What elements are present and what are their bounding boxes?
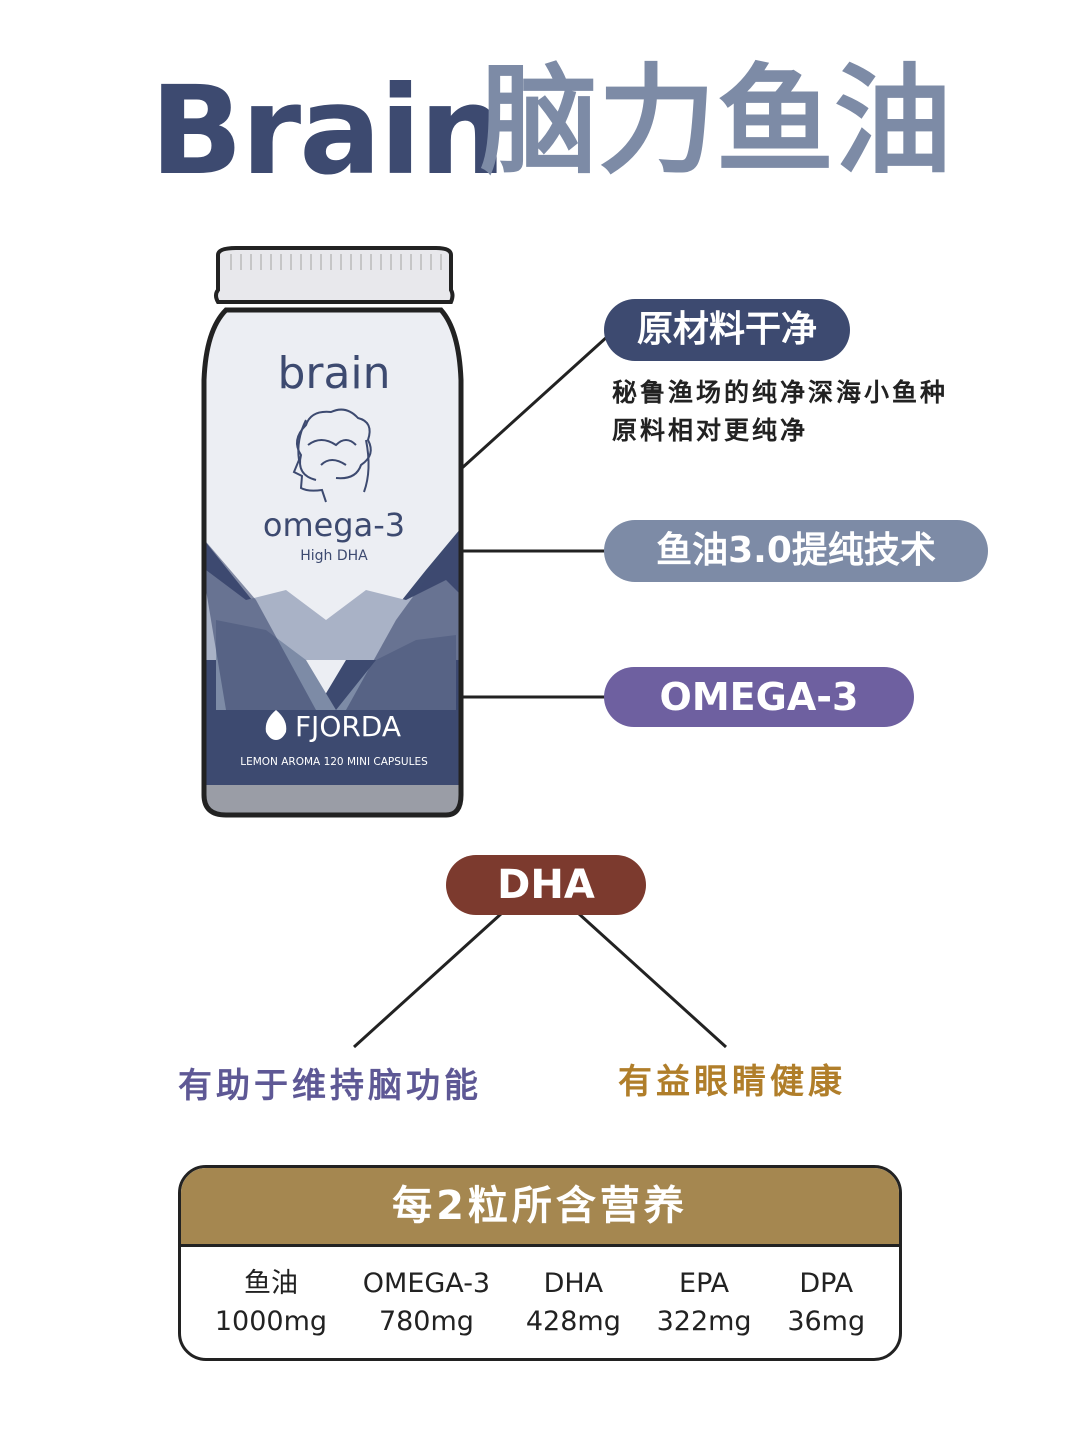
bottle-omega: omega-3 xyxy=(263,506,405,544)
benefit-brain-function: 有助于维持脑功能 xyxy=(178,1066,482,1106)
feature-desc-line-2: 原料相对更纯净 xyxy=(612,416,809,445)
nutrition-item-name: DPA xyxy=(799,1268,854,1299)
nutrition-item-name: 鱼油 xyxy=(243,1268,298,1299)
nutrition-heading: 每2粒所含营养 xyxy=(181,1168,899,1247)
nutrition-table: 每2粒所含营养 鱼油 1000mg OMEGA-3 780mg DHA 428m… xyxy=(178,1165,902,1361)
nutrition-item-name: OMEGA-3 xyxy=(362,1268,491,1299)
feature-description: 秘鲁渔场的纯净深海小鱼种 原料相对更纯净 xyxy=(612,374,948,450)
nutrition-item-name: DHA xyxy=(543,1268,604,1299)
nutrition-columns: 鱼油 1000mg OMEGA-3 780mg DHA 428mg EPA 32… xyxy=(181,1247,899,1341)
feature-pill-raw-material: 原材料干净 xyxy=(604,299,850,361)
nutrition-item-value: 428mg xyxy=(525,1306,621,1337)
title-english: Brain xyxy=(150,60,506,202)
nutrition-item: 鱼油 1000mg xyxy=(215,1265,327,1341)
bottle-subtitle: High DHA xyxy=(300,548,368,564)
nutrition-item: DPA 36mg xyxy=(787,1265,865,1341)
feature-pill-omega3: OMEGA-3 xyxy=(604,667,914,727)
nutrition-item: OMEGA-3 780mg xyxy=(363,1265,490,1341)
nutrition-item-value: 322mg xyxy=(656,1306,752,1337)
bottle-brand-word: brain xyxy=(277,348,390,399)
nutrition-item-name: EPA xyxy=(679,1268,730,1299)
nutrition-item: DHA 428mg xyxy=(526,1265,621,1341)
dha-pill: DHA xyxy=(446,855,646,915)
nutrition-item: EPA 322mg xyxy=(657,1265,752,1341)
feature-desc-line-1: 秘鲁渔场的纯净深海小鱼种 xyxy=(612,378,949,407)
fish-oil-bottle: brain omega-3 High DHA FJORDA LEMON AROM… xyxy=(201,246,464,818)
bottle-logo: FJORDA xyxy=(295,710,401,743)
fjorda-logo-icon xyxy=(265,710,287,740)
nutrition-item-value: 1000mg xyxy=(214,1306,328,1337)
title-chinese: 脑力鱼油 xyxy=(480,52,953,190)
nutrition-item-value: 780mg xyxy=(378,1306,474,1337)
bottle-caption: LEMON AROMA 120 MINI CAPSULES xyxy=(240,756,428,768)
benefit-eye-health: 有益眼睛健康 xyxy=(618,1062,846,1102)
nutrition-item-value: 36mg xyxy=(787,1306,866,1337)
brain-head-icon xyxy=(292,408,372,503)
feature-pill-purification: 鱼油3.0提纯技术 xyxy=(604,520,988,582)
